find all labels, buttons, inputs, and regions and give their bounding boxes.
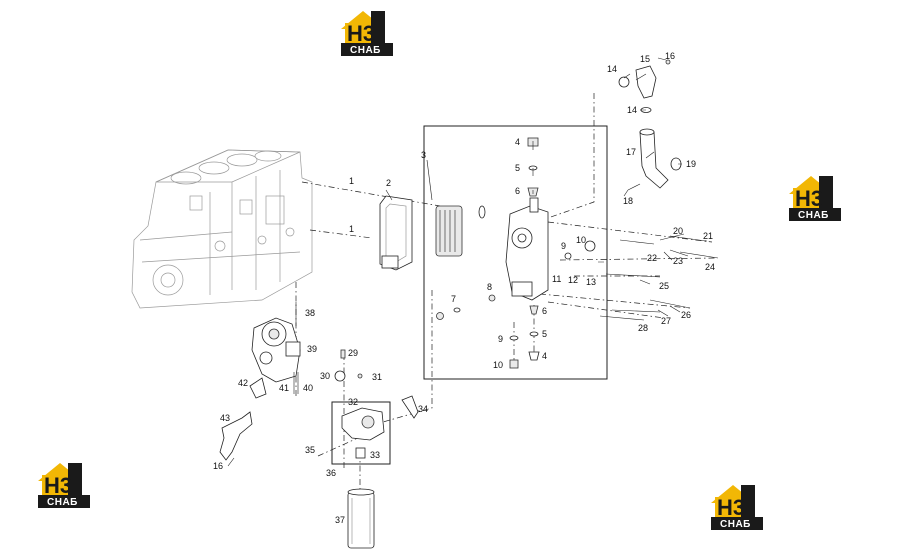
callout-24: 24 [705, 262, 715, 272]
engine-block [131, 149, 313, 309]
logo-mark: H3 [717, 495, 745, 520]
plug-7 [436, 312, 444, 320]
callout-28: 28 [638, 323, 648, 333]
plug-8 [488, 294, 496, 302]
oil-pump [251, 302, 301, 394]
callout-16: 16 [665, 51, 675, 61]
callout-9: 9 [498, 334, 503, 344]
callout-42: 42 [238, 378, 248, 388]
callout-20: 20 [673, 226, 683, 236]
callout-40: 40 [303, 383, 313, 393]
callout-37: 37 [335, 515, 345, 525]
filter-head [341, 407, 385, 459]
logo-mark: H3 [347, 21, 375, 46]
callout-35: 35 [305, 445, 315, 455]
cap-10 [584, 240, 596, 252]
callout-38: 38 [305, 308, 315, 318]
callout-29: 29 [348, 348, 358, 358]
fitting-lower [529, 305, 539, 315]
seal-lower [509, 335, 519, 341]
logo-caption: СНАБ [47, 497, 78, 508]
seal-9 [564, 252, 572, 260]
callout-3: 3 [421, 150, 426, 160]
filter-adapter [334, 349, 363, 382]
callout-23: 23 [673, 256, 683, 266]
brand-logo: H3 СНАБ [38, 463, 90, 508]
callout-2: 2 [386, 178, 391, 188]
logo-mark: H3 [795, 186, 823, 211]
plug-lower [528, 351, 540, 361]
callout-labels: 1 1 2 3 4 5 6 7 8 9 10 11 12 13 14 14 15… [213, 51, 715, 525]
logo-mark: H3 [44, 473, 72, 498]
callout-41: 41 [279, 383, 289, 393]
callout-14: 14 [607, 64, 617, 74]
callout-34: 34 [418, 404, 428, 414]
callout-33: 33 [370, 450, 380, 460]
bolts-right [599, 235, 719, 321]
callout-6: 6 [542, 306, 547, 316]
brand-logo: H3 СНАБ [789, 176, 841, 221]
callout-25: 25 [659, 281, 669, 291]
callout-39: 39 [307, 344, 317, 354]
callout-9: 9 [561, 241, 566, 251]
callout-1: 1 [349, 176, 354, 186]
callout-36: 36 [326, 468, 336, 478]
callout-8: 8 [487, 282, 492, 292]
callout-17: 17 [626, 147, 636, 157]
leader-lines [385, 57, 707, 317]
callout-16: 16 [213, 461, 223, 471]
filter-head-frame [331, 401, 391, 465]
callout-26: 26 [681, 310, 691, 320]
bracket-34 [401, 395, 419, 419]
outlet-pipe [618, 59, 682, 191]
callout-13: 13 [586, 277, 596, 287]
callout-10: 10 [576, 235, 586, 245]
callout-7: 7 [451, 294, 456, 304]
callout-19: 19 [686, 159, 696, 169]
logo-caption: СНАБ [720, 519, 751, 530]
callout-32: 32 [348, 397, 358, 407]
callout-5: 5 [515, 163, 520, 173]
gasket [379, 195, 413, 271]
callout-1: 1 [349, 224, 354, 234]
oil-cooler-core [435, 205, 486, 257]
washer-7 [453, 307, 461, 313]
callout-4: 4 [542, 351, 547, 361]
callout-21: 21 [703, 231, 713, 241]
logo-caption: СНАБ [798, 210, 829, 221]
brand-logo: H3 СНАБ [341, 11, 393, 56]
callout-6: 6 [515, 186, 520, 196]
oil-cooler-housing [505, 197, 549, 301]
logo-caption: СНАБ [350, 45, 381, 56]
callout-14: 14 [627, 105, 637, 115]
callout-43: 43 [220, 413, 230, 423]
callout-18: 18 [623, 196, 633, 206]
assembly-frame [423, 125, 608, 380]
callout-27: 27 [661, 316, 671, 326]
callout-30: 30 [320, 371, 330, 381]
washer-lower [529, 331, 539, 337]
callout-12: 12 [568, 275, 578, 285]
callout-15: 15 [640, 54, 650, 64]
oil-pickup-tube [219, 377, 267, 467]
callout-4: 4 [515, 137, 520, 147]
callout-5: 5 [542, 329, 547, 339]
callout-31: 31 [372, 372, 382, 382]
callout-22: 22 [647, 253, 657, 263]
callout-10: 10 [493, 360, 503, 370]
drain-plug [509, 359, 519, 369]
oil-filter [347, 488, 375, 549]
callout-11: 11 [552, 274, 561, 284]
brand-logo: H3 СНАБ [711, 485, 763, 530]
